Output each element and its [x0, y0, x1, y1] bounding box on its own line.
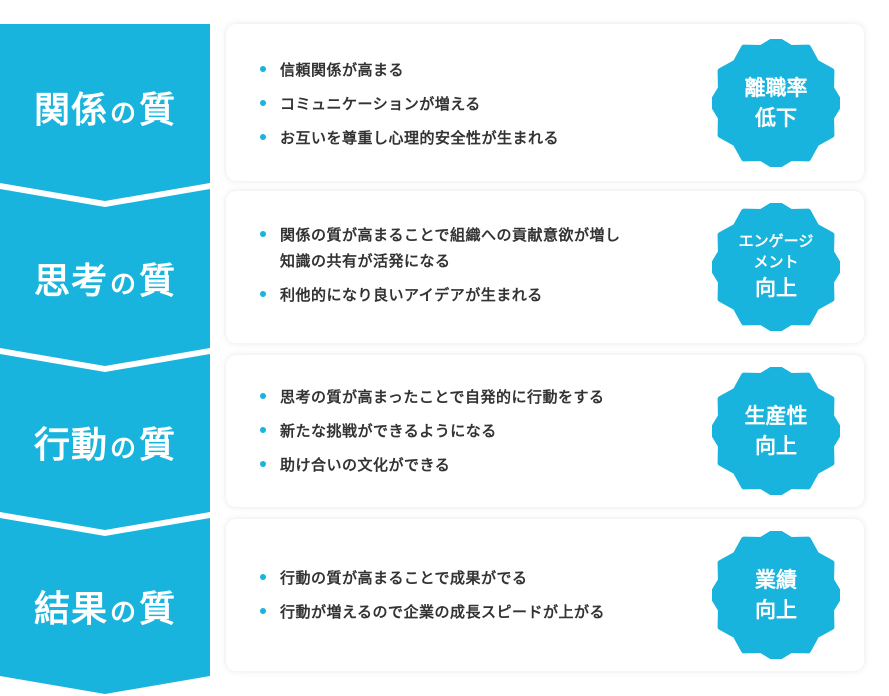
badge-burst-shape — [712, 39, 840, 167]
list-item: 信頼関係が高まる — [260, 57, 559, 83]
badge-label: 向上 — [754, 276, 797, 300]
badge-burst-shape — [712, 203, 840, 331]
list-item: 行動が増えるので企業の成長スピードが上がる — [260, 599, 605, 625]
badge-label: 離職率 — [744, 76, 808, 100]
chevron-column — [0, 24, 210, 694]
badge-label: 業績 — [755, 568, 797, 592]
list-item: 関係の質が高まることで組織への貢献意欲が増し 知識の共有が活発になる — [260, 222, 621, 274]
badge-label: 低下 — [755, 106, 797, 130]
stage-card-thinking: 関係の質が高まることで組織への貢献意欲が増し 知識の共有が活発になる 利他的にな… — [226, 191, 864, 343]
badge-burst-shape — [712, 531, 840, 659]
badge-label: 向上 — [755, 434, 797, 458]
stage-title-relationship: 関係の質 — [33, 90, 177, 131]
chevron-shape-4 — [0, 518, 210, 694]
bullet-list: 思考の質が高まったことで自発的に行動をする 新たな挑戦ができるようになる 助け合… — [260, 384, 604, 486]
chevron-shape-2 — [0, 189, 210, 366]
badge-label: 向上 — [755, 598, 797, 622]
result-badge: エンゲージ メント 向上 — [712, 203, 840, 331]
chevron-shape-3 — [0, 354, 210, 530]
badge-label: エンゲージ — [738, 232, 814, 250]
bullet-list: 関係の質が高まることで組織への貢献意欲が増し 知識の共有が活発になる 利他的にな… — [260, 222, 621, 316]
result-badge: 生産性 向上 — [712, 367, 840, 495]
bullet-list: 信頼関係が高まる コミュニケーションが増える お互いを尊重し心理的安全性が生まれ… — [260, 57, 559, 159]
list-item: 新たな挑戦ができるようになる — [260, 418, 604, 444]
result-badge: 離職率 低下 — [712, 39, 840, 167]
badge-burst-shape — [712, 367, 840, 495]
stage-card-relationship: 信頼関係が高まる コミュニケーションが増える お互いを尊重し心理的安全性が生まれ… — [226, 24, 864, 181]
badge-label: 生産性 — [744, 404, 808, 428]
stage-title-result: 結果の質 — [33, 589, 177, 630]
list-item: コミュニケーションが増える — [260, 91, 559, 117]
result-badge: 業績 向上 — [712, 531, 840, 659]
badge-label: メント — [753, 253, 799, 271]
chevron-shape-1 — [0, 24, 210, 201]
list-item: 思考の質が高まったことで自発的に行動をする — [260, 384, 604, 410]
list-item: お互いを尊重し心理的安全性が生まれる — [260, 125, 559, 151]
stage-title-action: 行動の質 — [33, 425, 177, 466]
list-item: 行動の質が高まることで成果がでる — [260, 565, 605, 591]
list-item: 助け合いの文化ができる — [260, 452, 604, 478]
stage-card-result: 行動の質が高まることで成果がでる 行動が増えるので企業の成長スピードが上がる 業… — [226, 519, 864, 671]
stage-title-thinking: 思考の質 — [33, 261, 177, 302]
stage-card-action: 思考の質が高まったことで自発的に行動をする 新たな挑戦ができるようになる 助け合… — [226, 355, 864, 507]
list-item: 利他的になり良いアイデアが生まれる — [260, 282, 621, 308]
bullet-list: 行動の質が高まることで成果がでる 行動が増えるので企業の成長スピードが上がる — [260, 565, 605, 633]
